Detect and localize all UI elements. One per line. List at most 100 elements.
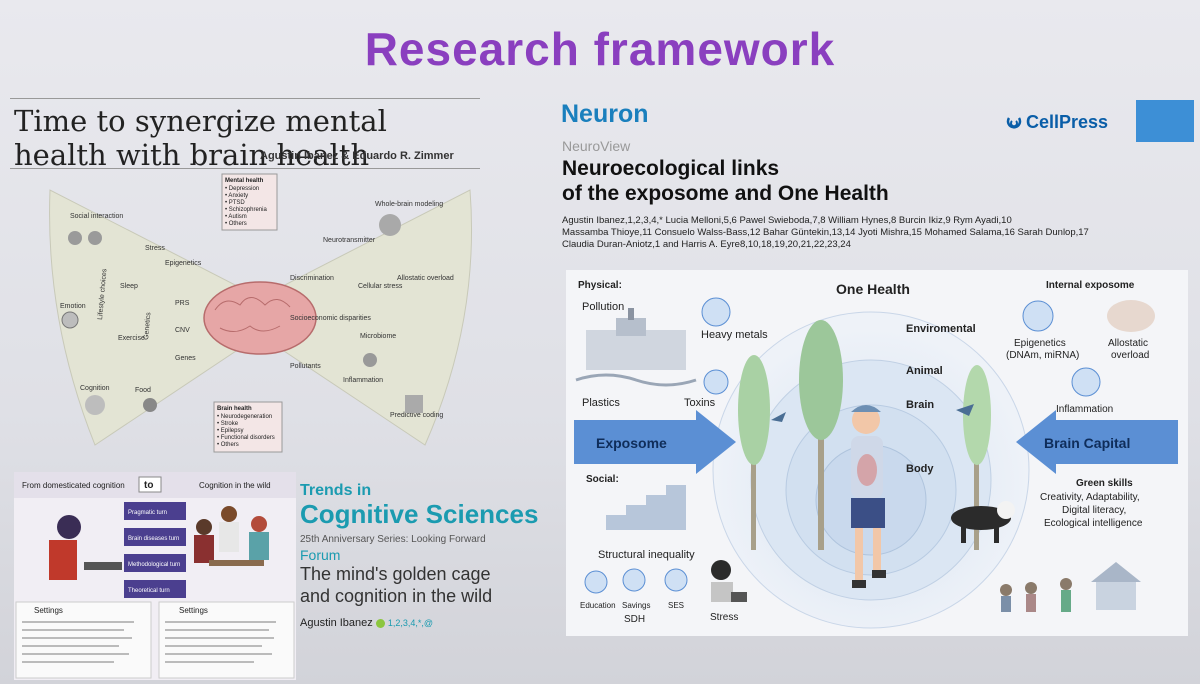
neuron-journal: Neuron [561, 100, 649, 128]
brain-health-item: • Stroke [217, 421, 239, 427]
person-icon [88, 231, 102, 245]
person-body [49, 540, 77, 580]
from-domesticated-label: From domesticated cognition [22, 481, 125, 490]
tree-icon [963, 365, 991, 550]
person-icon [68, 231, 82, 245]
brain-health-item: • Others [217, 442, 239, 448]
factor-label: Exercise [118, 335, 145, 342]
sdh-label: SDH [624, 614, 645, 625]
food-icon [143, 398, 157, 412]
allostatic-sub: overload [1111, 350, 1149, 361]
person-head [251, 516, 267, 532]
ring-label: Animal [906, 365, 943, 377]
orcid-icon [375, 618, 385, 628]
ring-label: Brain [906, 399, 934, 411]
settings-lines [22, 621, 276, 663]
one-health-figure: One Health Enviromental Animal Brain Bod… [566, 270, 1188, 636]
ring-label: Body [906, 463, 934, 475]
physical-item: Plastics [582, 397, 620, 409]
tree-icon [799, 320, 843, 550]
trends-section: Forum [300, 547, 341, 563]
factor-label: Cognition [80, 385, 110, 392]
mental-brain-health-figure: Mental health • Depression • Anxiety • P… [49, 173, 473, 453]
cellpress-label: CellPress [1026, 112, 1109, 132]
inflammation-icon [1071, 367, 1101, 397]
green-skills-line: Ecological intelligence [1044, 518, 1143, 529]
mental-health-item: • Schizophrenia [225, 207, 267, 213]
green-skills-line: Creativity, Adaptability, [1040, 492, 1140, 503]
turn-label: Methodological turn [128, 562, 180, 568]
right-lobe-shape [274, 189, 473, 446]
left-paper-authors: Agustin Ibanez & Eduardo R. Zimmer [260, 150, 454, 162]
neuron-authors-line2: Massamba Thioye,11 Consuelo Walss-Bass,1… [562, 227, 1089, 238]
to-label: to [144, 480, 153, 491]
brain-model-icon [379, 214, 401, 236]
physical-item: Heavy metals [701, 329, 768, 341]
turn-label: Theoretical turn [128, 588, 170, 594]
social-item: SES [668, 601, 684, 610]
trends-author-name: Agustin Ibanez [300, 617, 373, 629]
person-body [194, 535, 214, 563]
dog-icon [951, 501, 1015, 543]
stairs-icon [606, 485, 686, 530]
trends-series: 25th Anniversary Series: Looking Forward [300, 534, 486, 545]
neuron-title-line1: Neuroecological links [562, 157, 780, 180]
epigenetics-sub: (DNAm, miRNA) [1006, 350, 1079, 361]
factor-label: Cellular stress [358, 283, 403, 290]
neuron-authors: Agustin Ibanez,1,2,3,4,* Lucia Melloni,5… [562, 215, 1182, 251]
education-icon [584, 570, 608, 594]
factor-label: CNV [175, 327, 190, 334]
factor-label: Social interaction [70, 213, 123, 220]
ring-label: Enviromental [906, 323, 976, 335]
factor-label: Discrimination [290, 275, 334, 282]
bird-icon [771, 412, 786, 422]
cellpress-logo-icon [1006, 117, 1022, 129]
left-paper-title: Time to synergize mental health with bra… [14, 104, 484, 172]
settings-right-box [158, 601, 295, 679]
social-item: Education [580, 601, 616, 610]
neuron-title-line2: of the exposome and One Health [562, 182, 889, 205]
emotion-face-icon [61, 311, 79, 329]
factor-label: Pollutants [290, 363, 321, 370]
factor-label: Epigenetics [165, 260, 202, 267]
trends-journal-line2: Cognitive Sciences [300, 499, 539, 529]
toxins-icon [703, 369, 729, 395]
brain-health-item: • Neurodegeneration [217, 414, 272, 420]
factor-label: Microbiome [360, 333, 396, 340]
epigenetics-icon [1022, 300, 1054, 332]
network-icon [405, 395, 423, 413]
divider [10, 98, 480, 99]
person-head [221, 506, 237, 522]
runner-figure [851, 405, 886, 588]
turn-box [124, 554, 186, 572]
person-body [219, 522, 239, 552]
tree-icon [738, 355, 770, 550]
trends-panel: Trends in Cognitive Sciences 25th Annive… [300, 482, 550, 629]
trends-article-line2: and cognition in the wild [300, 586, 493, 606]
structural-inequality-label: Structural inequality [598, 549, 695, 561]
trends-article-line1: The mind's golden cage [300, 564, 491, 584]
mental-health-item: • Depression [225, 186, 259, 192]
neuron-article-title: Neuroecological links of the exposome an… [562, 156, 982, 206]
social-title: Social: [586, 474, 619, 485]
cognition-wild-figure: From domesticated cognition to Cognition… [14, 472, 296, 680]
stress-label: Stress [710, 612, 738, 623]
slide-title: Research framework [364, 23, 836, 75]
neuron-authors-line1: Agustin Ibanez,1,2,3,4,* Lucia Melloni,5… [562, 215, 1012, 226]
settings-left-box [15, 601, 152, 679]
epigenetics-label: Epigenetics [1014, 338, 1066, 349]
factor-label: Allostatic overload [397, 275, 454, 282]
head-icon [85, 395, 105, 415]
mental-health-item: • Others [225, 221, 247, 227]
allostatic-brain-icon [1107, 300, 1155, 332]
community-scene [1000, 562, 1141, 612]
factor-label: Neurotransmitter [323, 237, 376, 244]
left-lobe-shape [49, 189, 246, 446]
factor-label: PRS [175, 300, 190, 307]
mental-health-item: • Autism [225, 214, 247, 220]
factor-label: Inflammation [343, 377, 383, 384]
settings-right-label: Settings [179, 606, 208, 615]
cellpress-square [1136, 100, 1194, 142]
exposome-arrow [574, 410, 736, 474]
factor-label: Lifestyle choices [97, 268, 108, 320]
